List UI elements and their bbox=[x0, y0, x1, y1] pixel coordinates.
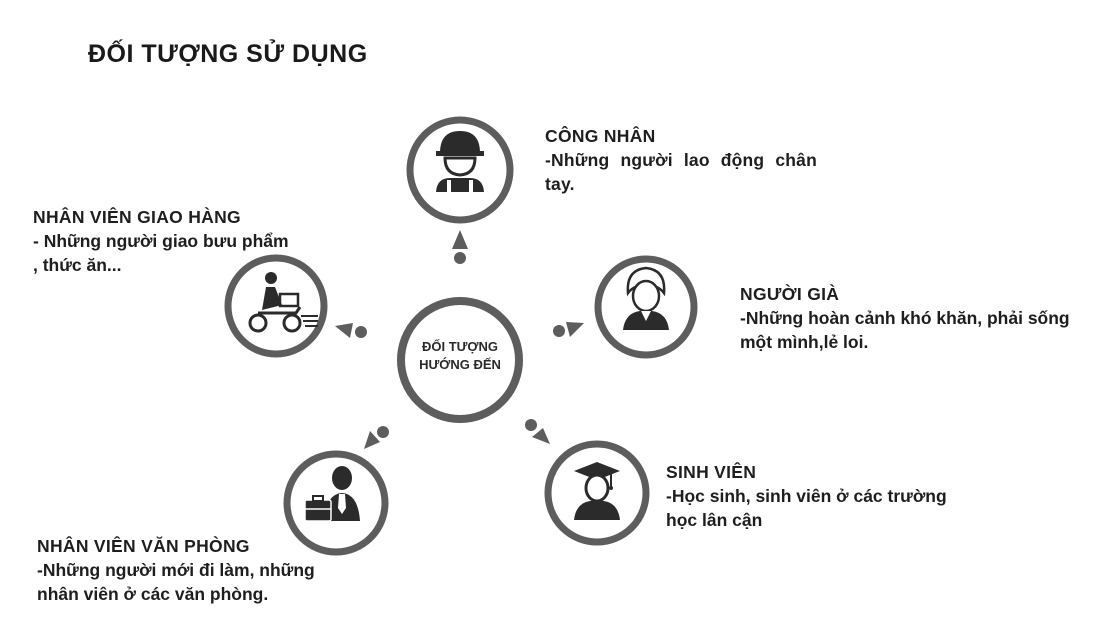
node-van-phong bbox=[283, 450, 389, 556]
node-ring bbox=[406, 116, 514, 224]
graduate-cap-icon bbox=[574, 462, 620, 520]
node-ring bbox=[594, 255, 698, 359]
connector-right bbox=[553, 322, 584, 337]
text-giao-hang: NHÂN VIÊN GIAO HÀNG - Những người giao b… bbox=[33, 205, 293, 277]
heading-nguoi-gia: NGƯỜI GIÀ bbox=[740, 284, 840, 304]
connector-top bbox=[452, 230, 468, 264]
connector-left bbox=[335, 323, 367, 338]
text-cong-nhan: CÔNG NHÂN -Những người lao động chân tay… bbox=[545, 124, 817, 196]
connector-bottom-left bbox=[364, 426, 389, 449]
connector-bottom-right bbox=[525, 419, 550, 444]
heading-giao-hang: NHÂN VIÊN GIAO HÀNG bbox=[33, 207, 241, 227]
desc-van-phong: -Những người mới đi làm, những nhân viên… bbox=[37, 560, 315, 604]
text-van-phong: NHÂN VIÊN VĂN PHÒNG -Những người mới đi … bbox=[37, 534, 327, 606]
heading-sinh-vien: SINH VIÊN bbox=[666, 462, 757, 482]
desc-sinh-vien: -Học sinh, sinh viên ở các trường học lâ… bbox=[666, 486, 947, 530]
center-label: ĐỐI TƯỢNG HƯỚNG ĐẾN bbox=[395, 338, 525, 374]
text-sinh-vien: SINH VIÊN -Học sinh, sinh viên ở các trư… bbox=[666, 460, 966, 532]
heading-van-phong: NHÂN VIÊN VĂN PHÒNG bbox=[37, 536, 250, 556]
node-cong-nhan bbox=[406, 116, 514, 224]
center-ring bbox=[397, 297, 523, 423]
node-nguoi-gia bbox=[594, 255, 698, 359]
node-ring bbox=[544, 440, 650, 546]
heading-cong-nhan: CÔNG NHÂN bbox=[545, 126, 656, 146]
node-ring bbox=[224, 254, 328, 358]
node-sinh-vien bbox=[544, 440, 650, 546]
elderly-person-icon bbox=[623, 266, 669, 330]
desc-nguoi-gia: -Những hoàn cảnh khó khăn, phải sống một… bbox=[740, 308, 1070, 352]
delivery-scooter-icon bbox=[248, 272, 318, 333]
desc-cong-nhan: -Những người lao động chân tay. bbox=[545, 150, 817, 194]
center-label-line1: ĐỐI TƯỢNG bbox=[421, 339, 499, 354]
page-title: ĐỐI TƯỢNG SỬ DỤNG bbox=[88, 40, 368, 68]
worker-helmet-icon bbox=[436, 131, 484, 192]
node-giao-hang bbox=[224, 254, 328, 358]
node-ring bbox=[283, 450, 389, 556]
office-worker-icon bbox=[304, 466, 360, 522]
text-nguoi-gia: NGƯỜI GIÀ -Những hoàn cảnh khó khăn, phả… bbox=[740, 282, 1090, 354]
center-label-line2: HƯỚNG ĐẾN bbox=[419, 357, 501, 372]
desc-giao-hang: - Những người giao bưu phẩm , thức ăn... bbox=[33, 231, 289, 275]
